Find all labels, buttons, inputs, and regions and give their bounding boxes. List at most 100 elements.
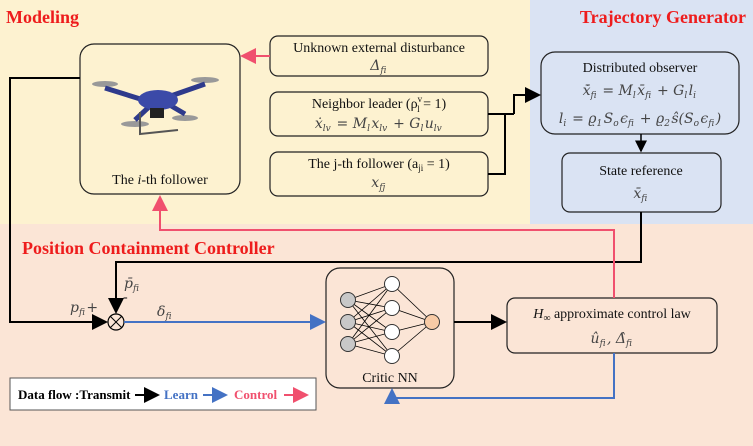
legend-control: Control	[234, 387, 277, 402]
formula-part: ϵ	[700, 111, 708, 127]
legend-learn: Learn	[164, 387, 199, 402]
nn-node	[384, 324, 400, 340]
neighbor-formula: ẋlv = Ml xlv + Gl ulv	[315, 116, 443, 134]
state-ref-formula: x̄fi	[633, 186, 648, 204]
formula-part: ϵ	[620, 111, 628, 127]
formula-subscript: 1	[597, 119, 603, 129]
formula-subscript: o	[694, 119, 700, 129]
formula-part: l	[689, 83, 693, 99]
formula-subscript: lv	[434, 124, 442, 134]
controller-title: Position Containment Controller	[22, 238, 275, 258]
nn-node	[384, 348, 400, 364]
formula-part: +	[86, 300, 98, 316]
formula-part: p	[70, 300, 79, 316]
critic-label: Critic NN	[362, 371, 418, 386]
formula-subscript: i	[563, 119, 566, 129]
nn-edge	[347, 307, 393, 345]
follower-label: The i-th follower	[112, 173, 208, 188]
nn-node	[424, 314, 440, 330]
formula-part: δ	[157, 304, 165, 320]
formula-part: + G	[653, 83, 685, 99]
formula-subscript: lv	[379, 124, 387, 134]
formula-part: = ϱ	[568, 111, 598, 127]
observer-title: Distributed observer	[583, 61, 698, 76]
delta-signal-label: δfi	[157, 304, 173, 322]
formula-part: = M	[332, 116, 368, 132]
nn-edge	[347, 299, 393, 333]
nn-node	[340, 314, 356, 330]
neighbor-to-observer-arrow	[488, 95, 539, 175]
formula-part: ŝ(S	[671, 111, 693, 127]
drone-icon	[92, 77, 219, 136]
follower-box	[79, 43, 241, 195]
disturbance-title: Unknown external disturbance	[293, 41, 465, 56]
position-feedback-arrow	[9, 77, 108, 330]
formula-part: p̄	[124, 276, 133, 292]
control-law-title: H∞ approximate control law	[532, 307, 691, 324]
disturbance-formula: Δfi	[369, 58, 388, 76]
nn-edge	[391, 321, 433, 357]
formula-part: + ϱ	[635, 111, 665, 127]
formula-part: û	[591, 331, 600, 347]
modeling-title: Modeling	[6, 7, 79, 27]
nn-edge	[347, 321, 393, 357]
formula-subscript: fi	[132, 284, 139, 294]
formula-subscript: l	[367, 124, 370, 134]
formula-part: Δ	[369, 58, 380, 74]
legend-box	[9, 377, 317, 411]
formula-part: = M	[598, 83, 634, 99]
control-to-critic-arrow	[384, 353, 615, 404]
p-signal-label: pfi +	[70, 300, 98, 318]
trajectory-region	[530, 0, 753, 224]
control-to-follower-arrow	[152, 195, 615, 298]
control-law-box	[506, 297, 718, 354]
formula-subscript: o	[613, 119, 619, 129]
nn-edge	[347, 299, 393, 357]
nn-edge	[347, 283, 393, 345]
observer-formula-2: li = ϱ1 So ϵfi + ϱ2 ŝ(So ϵfi )	[559, 111, 721, 129]
formula-subscript: fi	[599, 339, 606, 349]
formula-part: + G	[389, 116, 421, 132]
nn-node	[340, 292, 356, 308]
formula-part: ẋ	[315, 116, 323, 132]
reference-to-sum-arrow	[108, 212, 642, 314]
formula-part: u	[425, 116, 434, 132]
nn-node	[384, 300, 400, 316]
jth-formula: xfj	[371, 175, 386, 193]
jth-title: The j-th follower (aji = 1)	[308, 157, 450, 173]
formula-subscript: fi	[379, 66, 386, 76]
summing-junction	[107, 313, 125, 331]
formula-subscript: fi	[78, 308, 85, 318]
formula-subscript: fi	[627, 119, 634, 129]
nn-edge	[347, 283, 393, 323]
control-law-formula: ûfi , Δ̂fi	[591, 331, 634, 349]
formula-subscript: fi	[644, 91, 651, 101]
formula-subscript: i	[693, 91, 696, 101]
nn-edge	[391, 283, 433, 323]
neural-network-icon	[340, 276, 440, 364]
formula-part: x̄̇	[583, 83, 591, 99]
formula-subscript: 2	[663, 119, 670, 129]
formula-part: x	[371, 116, 379, 132]
legend: Data flow :Transmit	[18, 387, 131, 402]
formula-part: )	[715, 111, 721, 127]
formula-subscript: fi	[589, 91, 596, 101]
observer-formula-1: x̄̇fi = Ml x̄fi + Gl li	[583, 83, 698, 101]
formula-subscript: l	[633, 91, 636, 101]
minus-sign: -	[123, 290, 128, 305]
state-ref-title: State reference	[599, 164, 683, 179]
formula-part: x̄	[633, 186, 641, 202]
formula-subscript: l	[684, 91, 687, 101]
pbar-signal-label: p̄fi	[124, 276, 140, 294]
formula-subscript: fi	[625, 339, 632, 349]
formula-subscript: fi	[640, 194, 647, 204]
formula-subscript: fi	[707, 119, 714, 129]
formula-subscript: l	[420, 124, 423, 134]
formula-part: S	[604, 111, 614, 127]
modeling-region	[0, 0, 530, 224]
formula-subscript: fi	[164, 312, 171, 322]
formula-part: , Δ̂	[607, 331, 626, 347]
nn-node	[340, 336, 356, 352]
formula-part: x	[371, 175, 379, 191]
